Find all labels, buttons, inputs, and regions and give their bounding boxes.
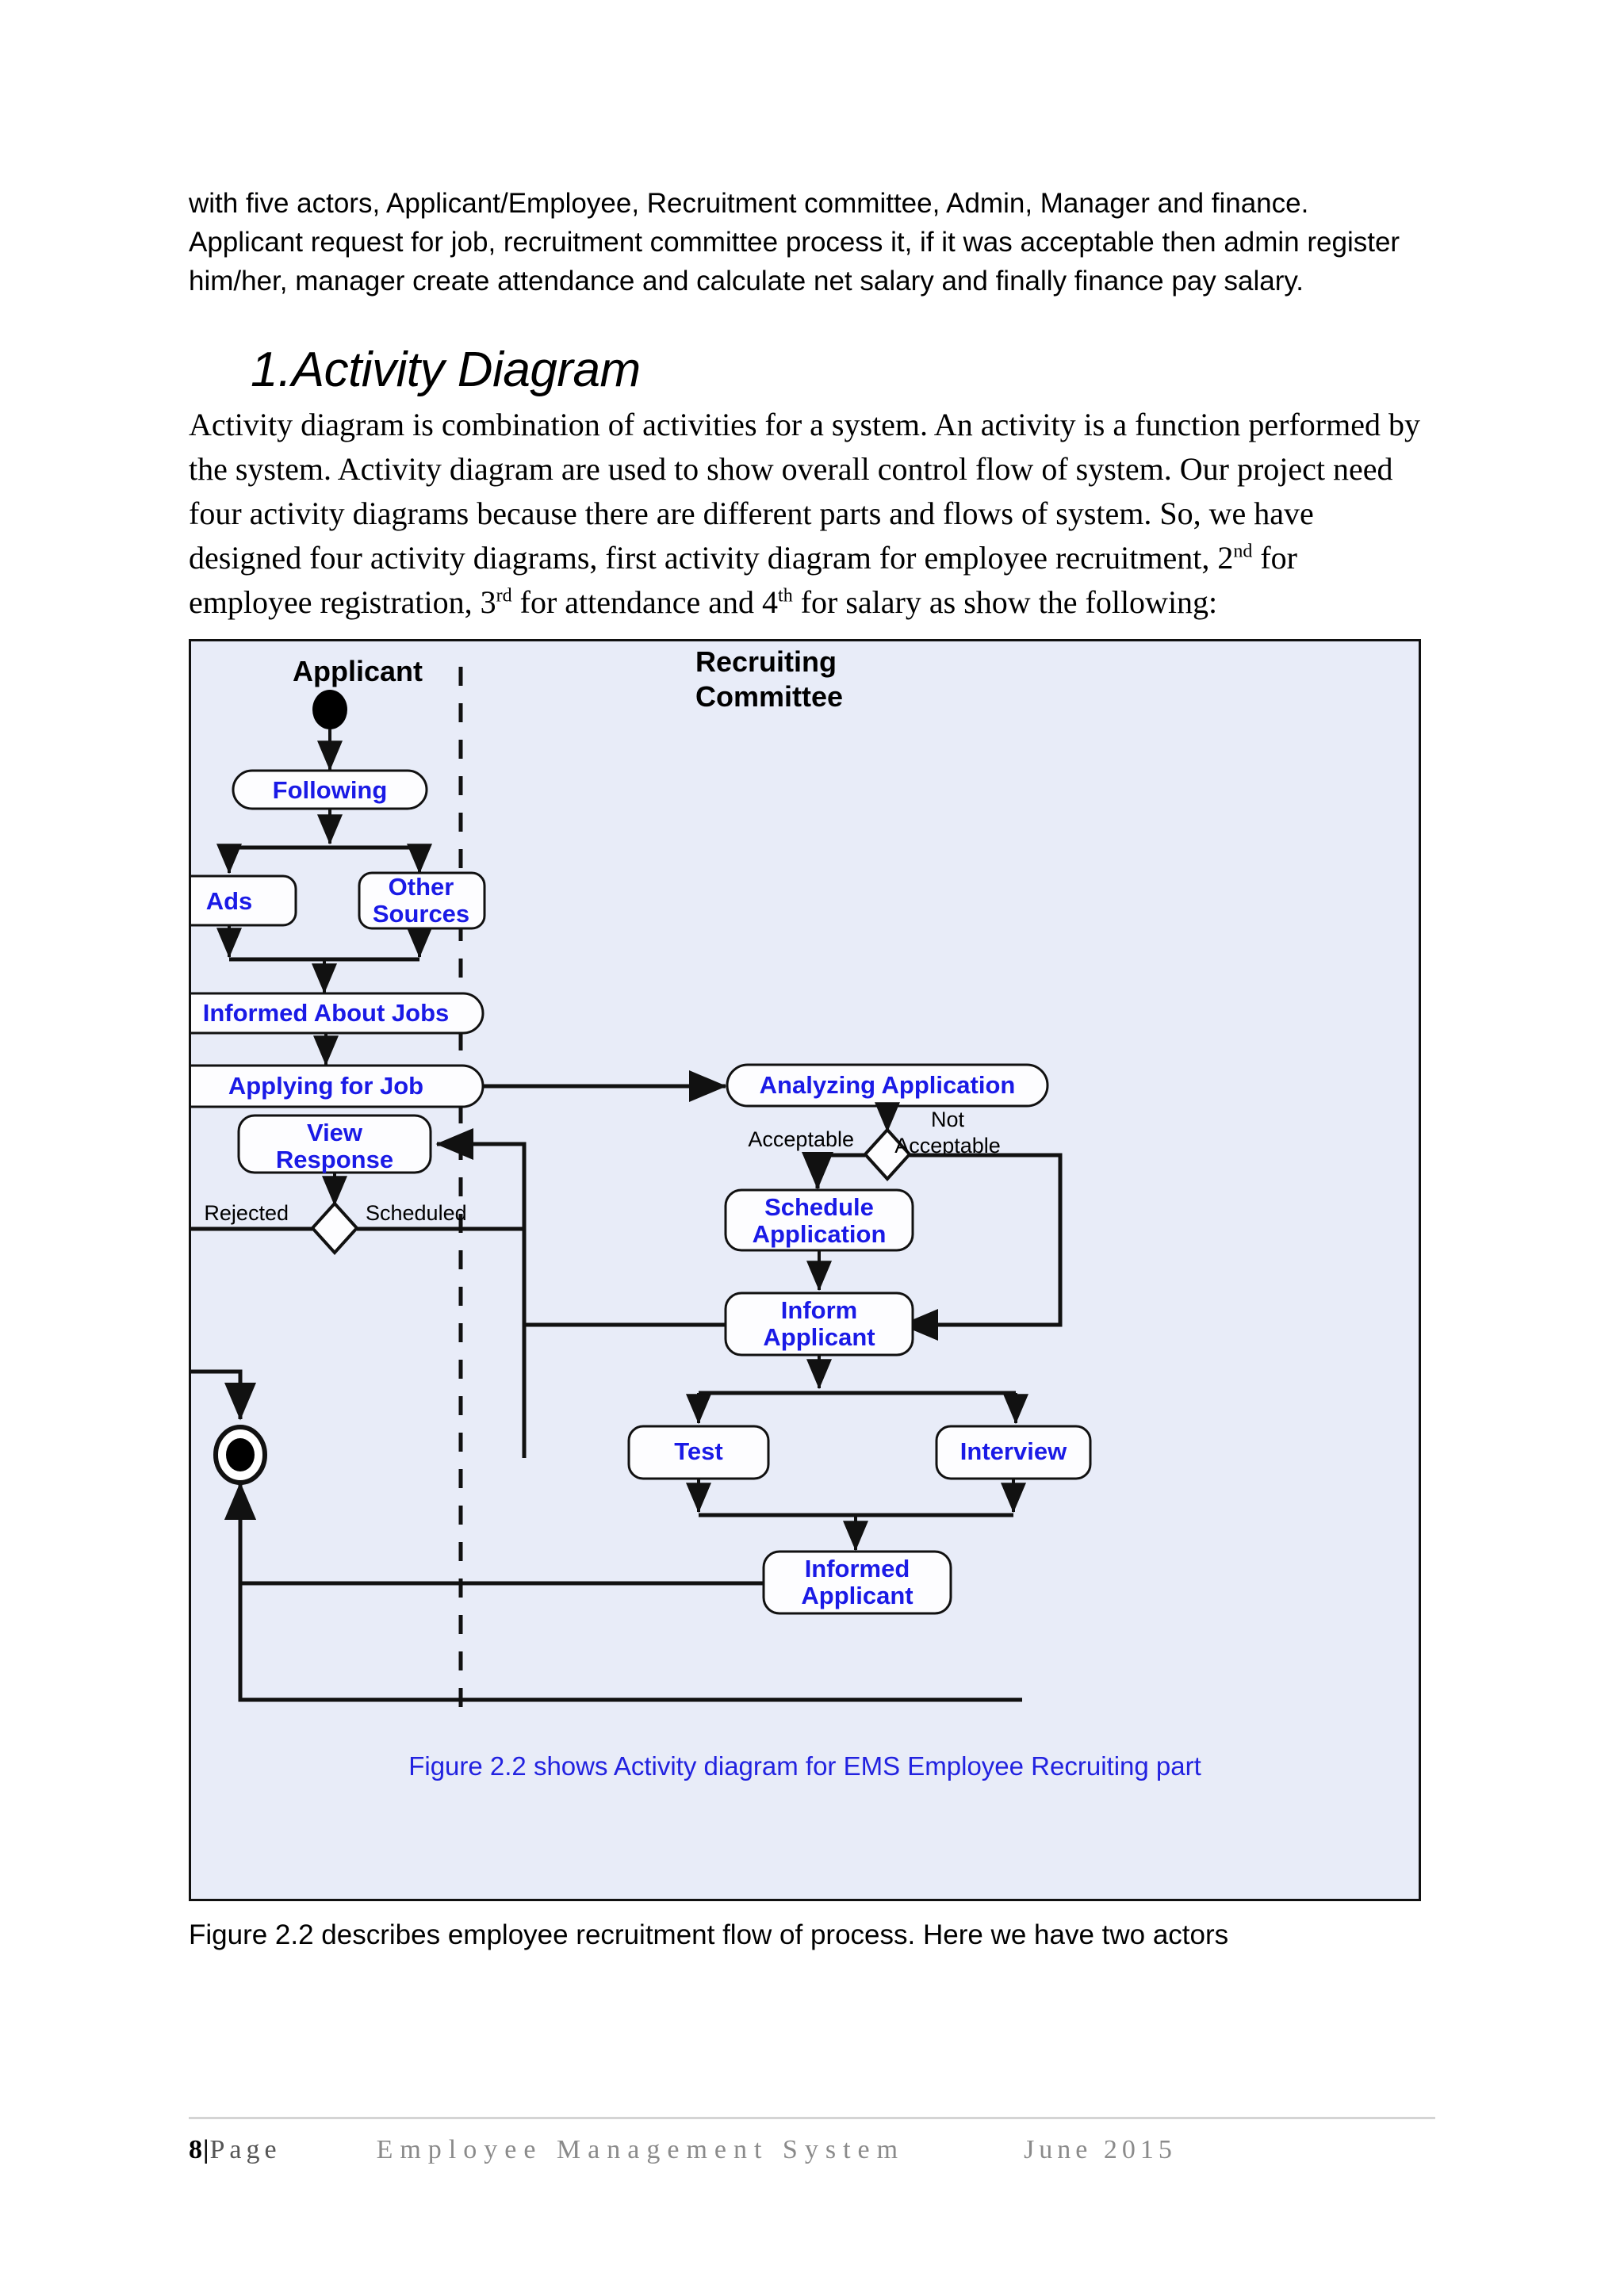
after-figure-text: Figure 2.2 describes employee recruitmen… [189, 1919, 1229, 1950]
body-part-1: Activity diagram is combination of activ… [189, 407, 1420, 576]
node-informed-about-jobs-label: Informed About Jobs [203, 999, 450, 1027]
page-title: 1.Activity Diagram [189, 342, 1423, 398]
decision-response [310, 1201, 359, 1255]
lane-label-applicant: Applicant [293, 655, 423, 687]
node-informed-applicant-label-line1: Informed [805, 1555, 910, 1582]
footer-separator: | [203, 2135, 210, 2164]
node-inform-applicant-label-line2: Applicant [763, 1323, 875, 1351]
footer-page-indicator: 8|Page [189, 2135, 282, 2165]
footer-page-word: Page [209, 2135, 282, 2164]
footer-page-number: 8 [189, 2135, 203, 2164]
edge-rejected-to-end [191, 1226, 312, 1421]
page-content: with five actors, Applicant/Employee, Re… [189, 184, 1423, 1954]
page-footer: 8|Page Employee Management System June 2… [189, 2117, 1435, 2165]
lane-label-recruiting-line1: Recruiting [695, 645, 837, 678]
footer-date: June 2015 [1024, 2135, 1177, 2164]
body-part-2: for employee registration, 3 [189, 540, 1297, 620]
heading-text: Activity Diagram [291, 342, 641, 397]
ordinal-suffix-3rd: rd [496, 585, 512, 607]
edge-label-not-acceptable-line1: Not [931, 1108, 965, 1131]
edge-inform-to-view-response [435, 1128, 527, 1325]
decision-acceptance [863, 1127, 912, 1181]
activity-diagram-figure: Applicant Recruiting Committee Following… [189, 639, 1421, 1901]
edge-label-scheduled: Scheduled [366, 1201, 467, 1225]
body-part-3: for attendance and 4 [511, 584, 779, 620]
footer-doc-title: Employee Management System [376, 2135, 906, 2164]
node-view-response-label-line2: Response [276, 1146, 393, 1173]
activity-diagram-svg: Applicant Recruiting Committee Following… [191, 645, 1092, 1720]
edge-acceptable-to-schedule [802, 1152, 865, 1190]
heading-number: 1. [251, 342, 292, 397]
node-following-label: Following [273, 776, 388, 804]
lane-label-recruiting-line2: Committee [695, 680, 843, 713]
edge-label-rejected: Rejected [204, 1201, 289, 1225]
footer-divider [189, 2117, 1435, 2119]
node-applying-for-job-label: Applying for Job [228, 1072, 423, 1100]
node-schedule-application-label-line1: Schedule [764, 1193, 874, 1221]
node-test-label: Test [674, 1437, 722, 1465]
node-view-response-label-line1: View [307, 1119, 363, 1146]
node-other-sources-label-line2: Sources [373, 900, 469, 928]
body-part-4: for salary as show the following: [792, 584, 1218, 620]
node-inform-applicant-label-line1: Inform [781, 1296, 857, 1324]
node-analyzing-application-label: Analyzing Application [760, 1071, 1016, 1099]
figure-caption: Figure 2.2 shows Activity diagram for EM… [408, 1751, 1201, 1781]
ordinal-suffix-4th: th [778, 585, 793, 607]
footer-row: 8|Page Employee Management System June 2… [189, 2135, 1435, 2165]
node-schedule-application-label-line2: Application [753, 1220, 887, 1248]
node-informed-applicant-label-line2: Applicant [801, 1582, 913, 1609]
edge-scheduled-down [357, 1226, 527, 1458]
final-node-core [226, 1438, 255, 1471]
initial-node [312, 690, 347, 729]
edge-not-acceptable-to-inform [900, 1153, 1063, 1341]
ordinal-suffix-2nd: nd [1233, 541, 1253, 562]
intro-paragraph: with five actors, Applicant/Employee, Re… [189, 188, 1400, 297]
node-ads-label: Ads [206, 887, 253, 915]
node-interview-label: Interview [960, 1437, 1067, 1465]
node-other-sources-label-line1: Other [389, 873, 454, 901]
edge-label-acceptable: Acceptable [748, 1127, 854, 1151]
body-paragraph: Activity diagram is combination of activ… [189, 403, 1423, 625]
